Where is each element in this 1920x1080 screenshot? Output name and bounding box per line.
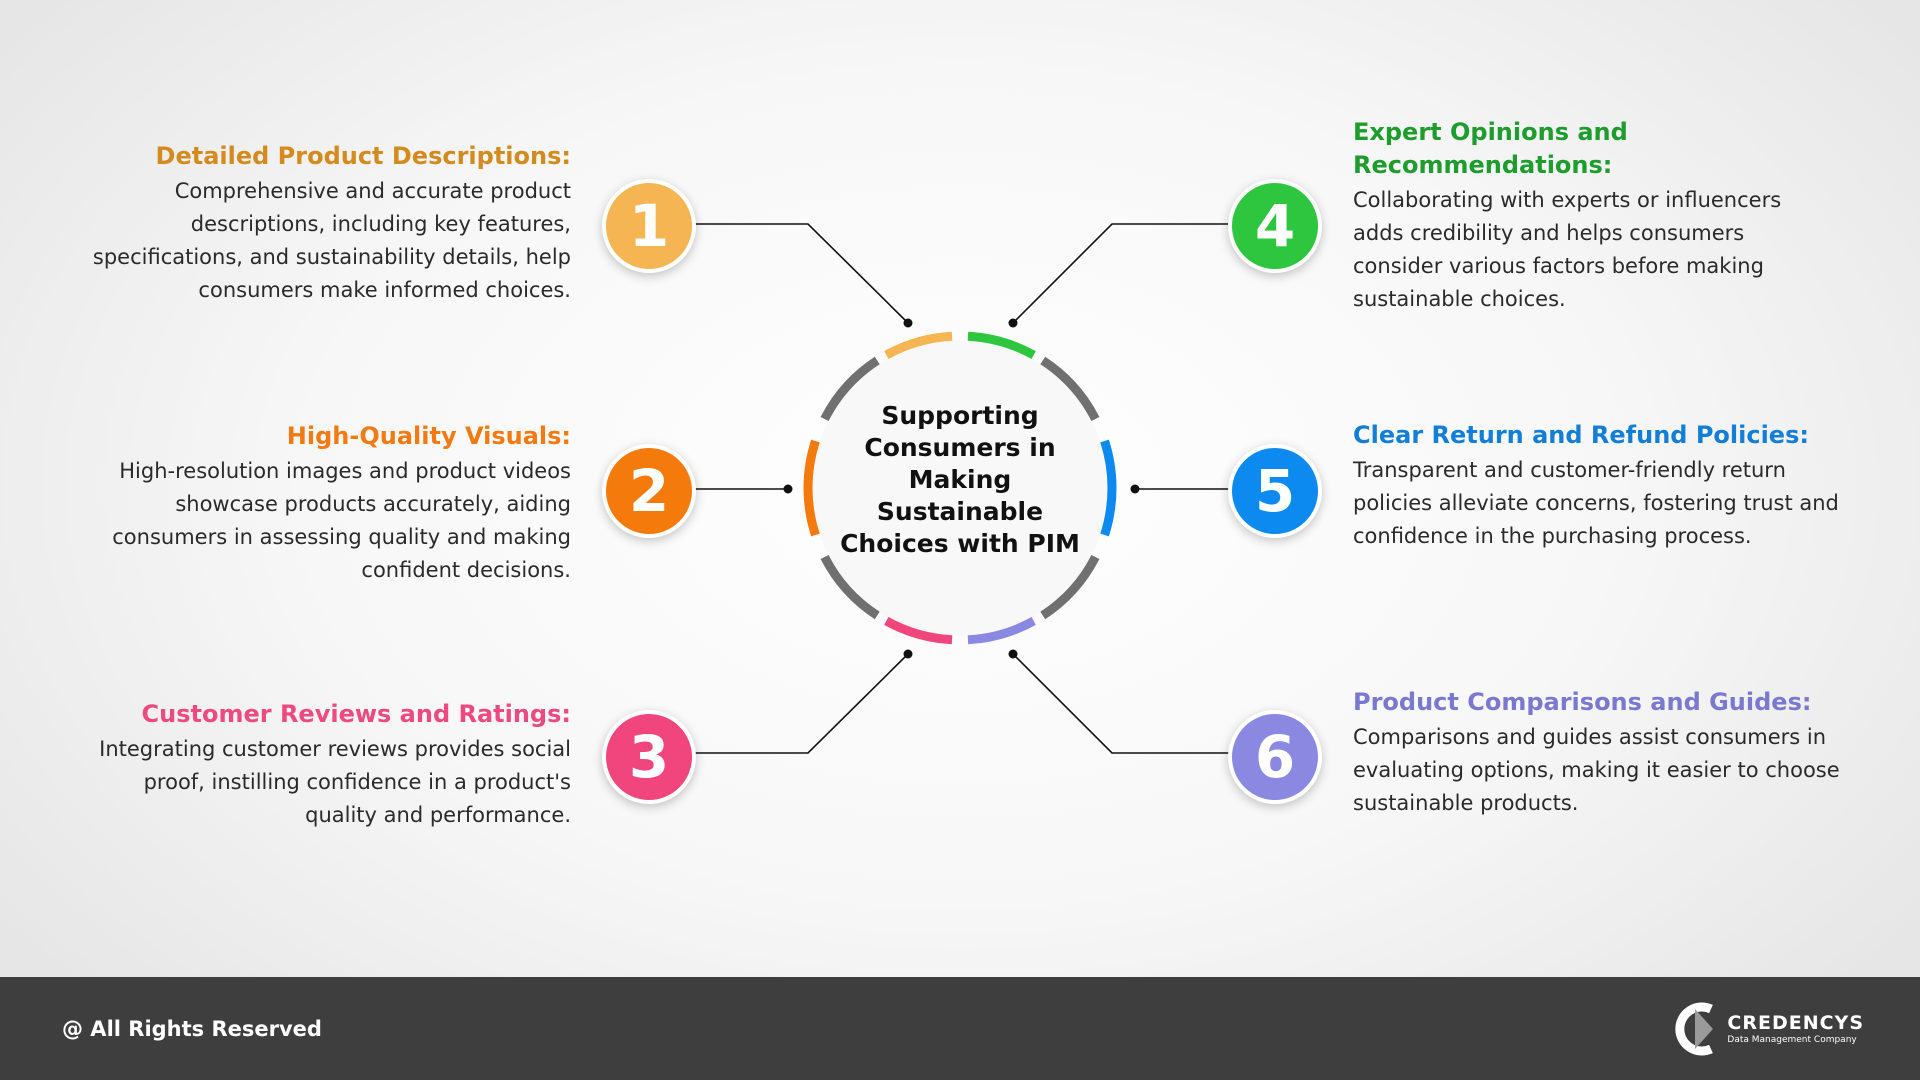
ring-segment-gray-2 (1040, 554, 1100, 620)
badge-2: 2 (602, 444, 696, 538)
item-4-description: Collaborating with experts or influencer… (1353, 188, 1782, 311)
connector-6 (1012, 653, 1242, 754)
item-1-description: Comprehensive and accurate product descr… (92, 179, 571, 302)
item-2-heading: High-Quality Visuals: (286, 422, 571, 450)
ring-segment-2 (803, 439, 820, 537)
item-3-heading: Customer Reviews and Ratings: (141, 700, 571, 728)
footer-bar: @ All Rights Reserved CREDENCYS Data Man… (0, 977, 1920, 1080)
item-4-heading: Expert Opinions and Recommendations: (1353, 118, 1628, 179)
item-5-description: Transparent and customer-friendly return… (1353, 458, 1839, 548)
ring-segment-6 (967, 616, 1036, 645)
item-5-heading: Clear Return and Refund Policies: (1353, 421, 1809, 449)
badge-6: 6 (1228, 710, 1322, 804)
connector-1-dot-end (903, 318, 913, 328)
connector-2-dot-end (783, 484, 793, 494)
connector-1 (680, 223, 909, 324)
connector-3 (680, 653, 909, 754)
badge-5: 5 (1228, 444, 1322, 538)
item-4-block: Expert Opinions and Recommendations: Col… (1353, 116, 1823, 316)
ring-segment-4 (967, 331, 1036, 360)
center-disc (812, 340, 1108, 636)
ring-segment-gray-3 (820, 554, 880, 620)
item-2-description: High-resolution images and product video… (112, 459, 571, 582)
badge-4: 4 (1228, 179, 1322, 273)
brand-tagline: Data Management Company (1727, 1035, 1857, 1045)
credencys-logo: CREDENCYS Data Management Company (1673, 1001, 1864, 1057)
connector-4 (1012, 223, 1242, 324)
ring-segment-1 (884, 331, 953, 360)
credencys-logo-icon (1675, 1002, 1714, 1056)
brand-name: CREDENCYS (1727, 1012, 1864, 1034)
item-6-heading: Product Comparisons and Guides: (1353, 688, 1812, 716)
ring-segment-3 (884, 616, 953, 645)
item-3-block: Customer Reviews and Ratings: Integratin… (71, 698, 571, 832)
ring-segment-5 (1100, 439, 1117, 537)
item-5-block: Clear Return and Refund Policies: Transp… (1353, 419, 1843, 553)
item-6-block: Product Comparisons and Guides: Comparis… (1353, 686, 1843, 820)
badge-1: 1 (602, 179, 696, 273)
connector-3-dot-end (903, 649, 913, 659)
ring-segment-gray-4 (820, 356, 880, 422)
item-1-block: Detailed Product Descriptions: Comprehen… (71, 140, 571, 307)
badge-3: 3 (602, 710, 696, 804)
item-6-description: Comparisons and guides assist consumers … (1353, 725, 1840, 815)
connector-4-dot-end (1008, 318, 1018, 328)
connector-6-dot-end (1008, 649, 1018, 659)
connector-5-dot-end (1130, 484, 1140, 494)
center-ring (803, 331, 1117, 645)
item-2-block: High-Quality Visuals: High-resolution im… (71, 420, 571, 587)
ring-segment-gray-1 (1040, 356, 1100, 422)
item-1-heading: Detailed Product Descriptions: (155, 142, 571, 170)
item-3-description: Integrating customer reviews provides so… (99, 737, 571, 827)
center-title: Supporting Consumers in Making Sustainab… (840, 401, 1080, 558)
rights-text: @ All Rights Reserved (62, 1016, 322, 1041)
